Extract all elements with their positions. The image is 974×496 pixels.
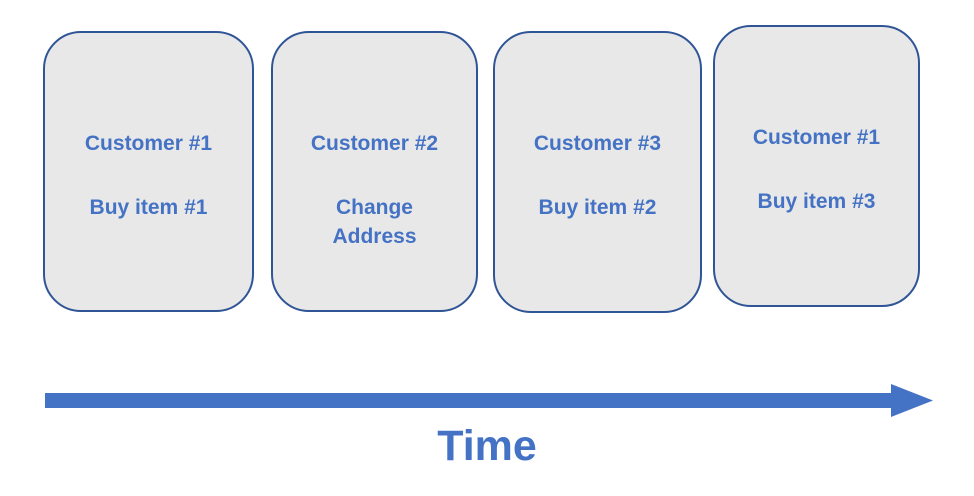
event-card-3: Customer #3 Buy item #2 (493, 31, 702, 313)
event-card-1: Customer #1 Buy item #1 (43, 31, 254, 312)
event-card-customer: Customer #1 (752, 126, 881, 149)
event-card-action: Buy item #3 (757, 190, 876, 213)
timeline-arrow-head (891, 384, 933, 417)
event-card-customer: Customer #2 (310, 132, 439, 155)
timeline-label: Time (437, 422, 537, 470)
event-card-action: Change Address (332, 196, 417, 248)
event-card-action: Buy item #2 (538, 196, 657, 219)
event-card-action: Buy item #1 (89, 196, 208, 219)
event-card-customer: Customer #3 (533, 132, 662, 155)
timeline-arrow-shaft (45, 393, 893, 408)
timeline-arrow-icon (45, 384, 933, 417)
event-card-4: Customer #1 Buy item #3 (713, 25, 920, 307)
event-card-customer: Customer #1 (84, 132, 213, 155)
event-card-2: Customer #2 Change Address (271, 31, 478, 312)
